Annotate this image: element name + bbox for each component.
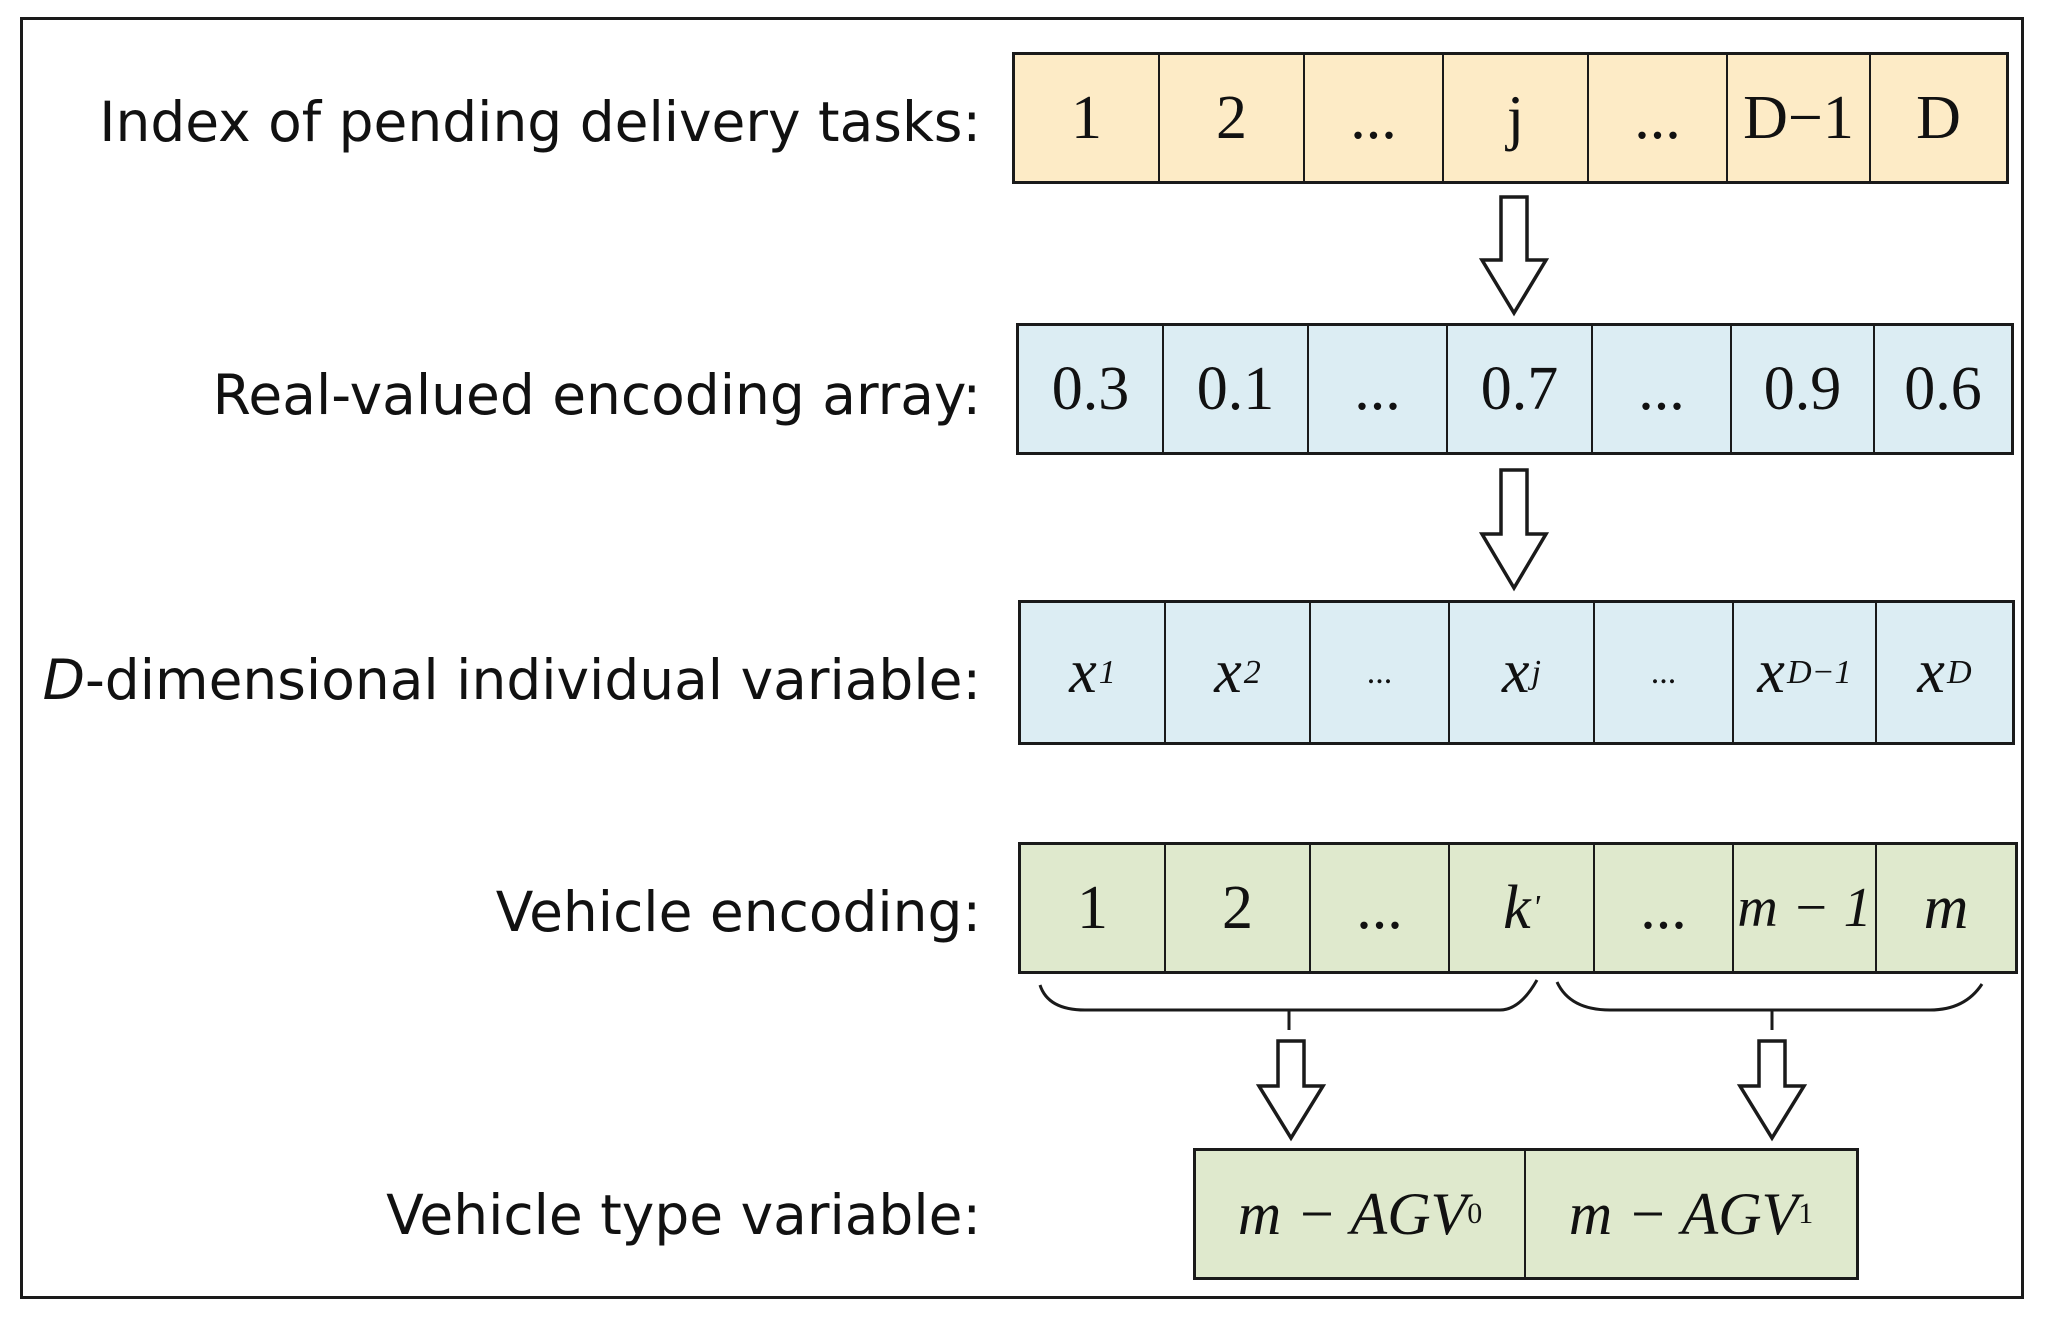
- var-ellipsis: ...: [1650, 653, 1677, 691]
- var-sup: ': [1532, 889, 1540, 926]
- var-base: x: [1757, 638, 1785, 706]
- row-label-real-valued: Real-valued encoding array:: [212, 363, 981, 427]
- var-base: x: [1214, 638, 1242, 706]
- task-index-cell: 2: [1160, 55, 1305, 181]
- task-index-array: 1 2 ... j ... D−1 D: [1012, 52, 2009, 184]
- agv-text: m − AGV: [1568, 1180, 1799, 1247]
- right-group-brace: [1555, 981, 1984, 1012]
- var-base: k: [1503, 873, 1531, 942]
- real-value-cell: ...: [1309, 326, 1448, 452]
- vehicle-cell: m − 1: [1734, 845, 1877, 971]
- label-d-italic: D: [42, 648, 85, 712]
- var-sup: 1: [1098, 653, 1116, 691]
- vehicle-cell: 1: [1021, 845, 1166, 971]
- var-base: x: [1069, 638, 1097, 706]
- vehicle-cell: m: [1877, 845, 2015, 971]
- vehicle-encoding-array: 1 2 ... k' ... m − 1 m: [1018, 842, 2018, 974]
- real-value-cell: 0.3: [1019, 326, 1164, 452]
- real-value-cell: 0.9: [1732, 326, 1875, 452]
- task-index-cell: D−1: [1728, 55, 1871, 181]
- left-group-brace: [1038, 979, 1539, 1012]
- variable-cell: ...: [1311, 603, 1450, 742]
- var-sup: j: [1531, 653, 1541, 691]
- var-sup: D−1: [1786, 653, 1852, 691]
- vehicle-cell: ...: [1595, 845, 1734, 971]
- vehicle-cell: 2: [1166, 845, 1311, 971]
- agv-sub: 0: [1467, 1197, 1483, 1230]
- row-label-vehicle-encoding: Vehicle encoding:: [495, 880, 981, 944]
- row-label-vehicle-type: Vehicle type variable:: [386, 1183, 981, 1247]
- var-base: x: [1917, 638, 1945, 706]
- agv-text: m − AGV: [1237, 1180, 1468, 1247]
- real-value-cell: 0.6: [1875, 326, 2011, 452]
- var-sup: D: [1946, 653, 1972, 691]
- vehicle-cell: ...: [1311, 845, 1450, 971]
- label-rest: -dimensional individual variable:: [84, 648, 981, 712]
- row-label-task-index: Index of pending delivery tasks:: [99, 90, 981, 154]
- var-base: m: [1923, 873, 1969, 942]
- real-value-cell: 0.1: [1164, 326, 1309, 452]
- task-index-cell: 1: [1015, 55, 1160, 181]
- task-index-cell: ...: [1305, 55, 1444, 181]
- task-index-cell: j: [1444, 55, 1589, 181]
- real-value-cell: ...: [1593, 326, 1732, 452]
- vehicle-cell: k': [1450, 845, 1595, 971]
- down-arrow-icon: [1255, 1039, 1327, 1142]
- agv-sub: 1: [1798, 1197, 1814, 1230]
- task-index-cell: ...: [1589, 55, 1728, 181]
- real-valued-array: 0.3 0.1 ... 0.7 ... 0.9 0.6: [1016, 323, 2014, 455]
- var-base: x: [1502, 638, 1530, 706]
- down-arrow-icon: [1478, 195, 1550, 317]
- task-index-cell: D: [1871, 55, 2006, 181]
- var-ellipsis: ...: [1366, 653, 1393, 691]
- down-arrow-icon: [1736, 1039, 1808, 1142]
- real-value-cell: 0.7: [1448, 326, 1593, 452]
- row-label-individual-variable: D-dimensional individual variable:: [43, 653, 981, 708]
- variable-cell: ...: [1595, 603, 1734, 742]
- down-arrow-icon: [1478, 468, 1550, 592]
- var-sup: 2: [1243, 653, 1261, 691]
